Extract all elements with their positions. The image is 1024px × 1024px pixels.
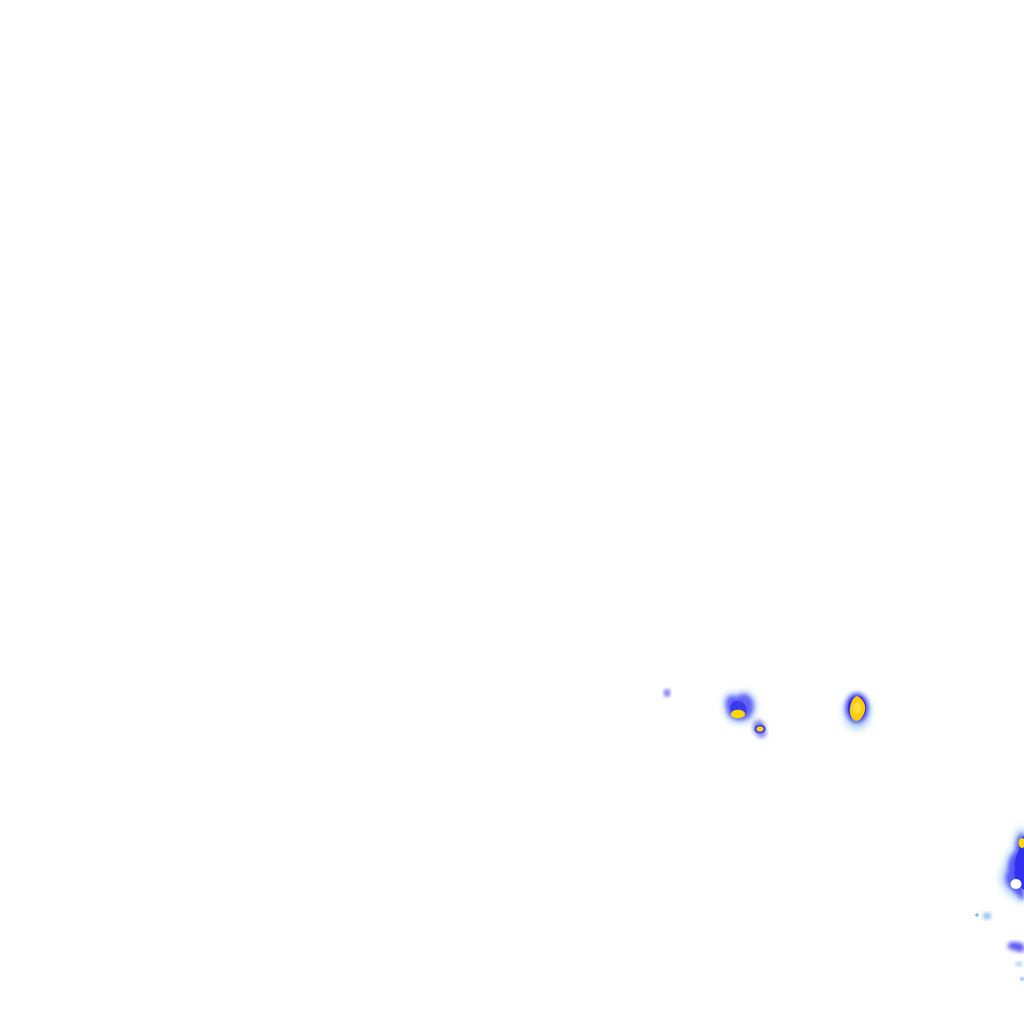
- storm-core: [731, 709, 745, 719]
- storm-core: [756, 726, 764, 732]
- precip-cell-scatter-southeast: [975, 912, 1024, 981]
- precip-cell-edge-southeast: [999, 826, 1024, 904]
- storm-core: [1018, 838, 1024, 848]
- precip-cell-small-south: [752, 719, 767, 738]
- precip-cell-tiny-west: [663, 689, 671, 697]
- precip-cell-east: [843, 693, 871, 730]
- precip-cell-cluster-center: [723, 690, 757, 724]
